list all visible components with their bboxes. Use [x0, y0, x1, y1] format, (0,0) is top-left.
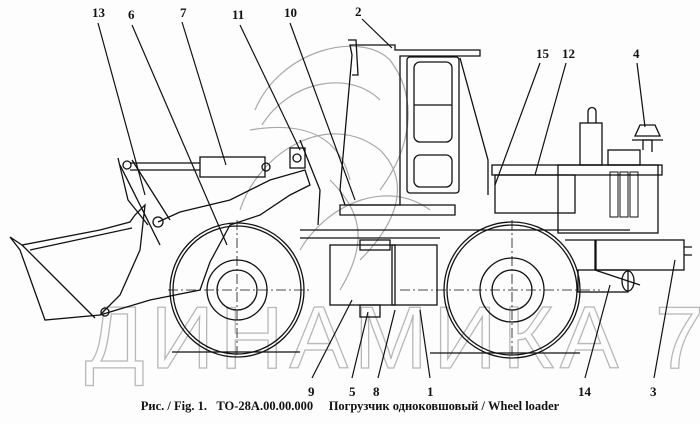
callout-14: 14 [578, 384, 591, 399]
cab-supports [289, 139, 321, 226]
cab [339, 39, 489, 216]
leader-6 [131, 24, 228, 246]
lift-cylinder [117, 156, 271, 226]
loader-body [9, 39, 692, 359]
front-wheel [168, 220, 310, 358]
callout-1: 1 [427, 384, 434, 399]
rear-wheel [400, 220, 600, 359]
caption-prefix: Рис. / Fig. 1. [140, 399, 207, 413]
leader-13 [97, 22, 146, 196]
counterweight [577, 239, 692, 293]
callout-7: 7 [180, 5, 187, 20]
leader-7 [181, 21, 227, 166]
callout-5: 5 [349, 384, 356, 399]
leader-10 [289, 22, 356, 201]
callout-13: 13 [92, 5, 105, 20]
callout-11: 11 [232, 7, 245, 22]
callout-15: 15 [536, 46, 549, 61]
leader-3 [653, 259, 676, 379]
leader-15 [494, 62, 541, 186]
leader-8 [377, 309, 396, 379]
drawing-number: ТО-28А.00.00.000 [216, 399, 314, 413]
leader-4 [636, 62, 646, 128]
leader-9 [311, 299, 353, 379]
leader-11 [239, 24, 301, 151]
callout-9: 9 [308, 384, 315, 399]
callout-2: 2 [355, 4, 362, 19]
callout-6: 6 [128, 7, 135, 22]
engine-hood [491, 106, 663, 234]
frame [300, 229, 641, 318]
bucket [9, 203, 146, 321]
figure-caption: Рис. / Fig. 1. ТО-28А.00.00.000 Погрузчи… [0, 399, 700, 414]
callout-10: 10 [284, 5, 297, 20]
leader-5 [351, 311, 369, 379]
figure-title: Погрузчик одноковшовый / Wheel loader [328, 399, 560, 413]
callout-3: 3 [650, 384, 657, 399]
callout-12: 12 [562, 46, 575, 61]
radiator-grille [609, 171, 639, 218]
callout-4: 4 [633, 46, 640, 61]
watermark-swirl [239, 45, 431, 291]
leader-2 [361, 18, 393, 49]
leader-12 [534, 62, 567, 176]
callout-8: 8 [373, 384, 380, 399]
leader-lines [97, 18, 676, 379]
leader-14 [584, 284, 611, 379]
leader-1 [419, 309, 431, 379]
